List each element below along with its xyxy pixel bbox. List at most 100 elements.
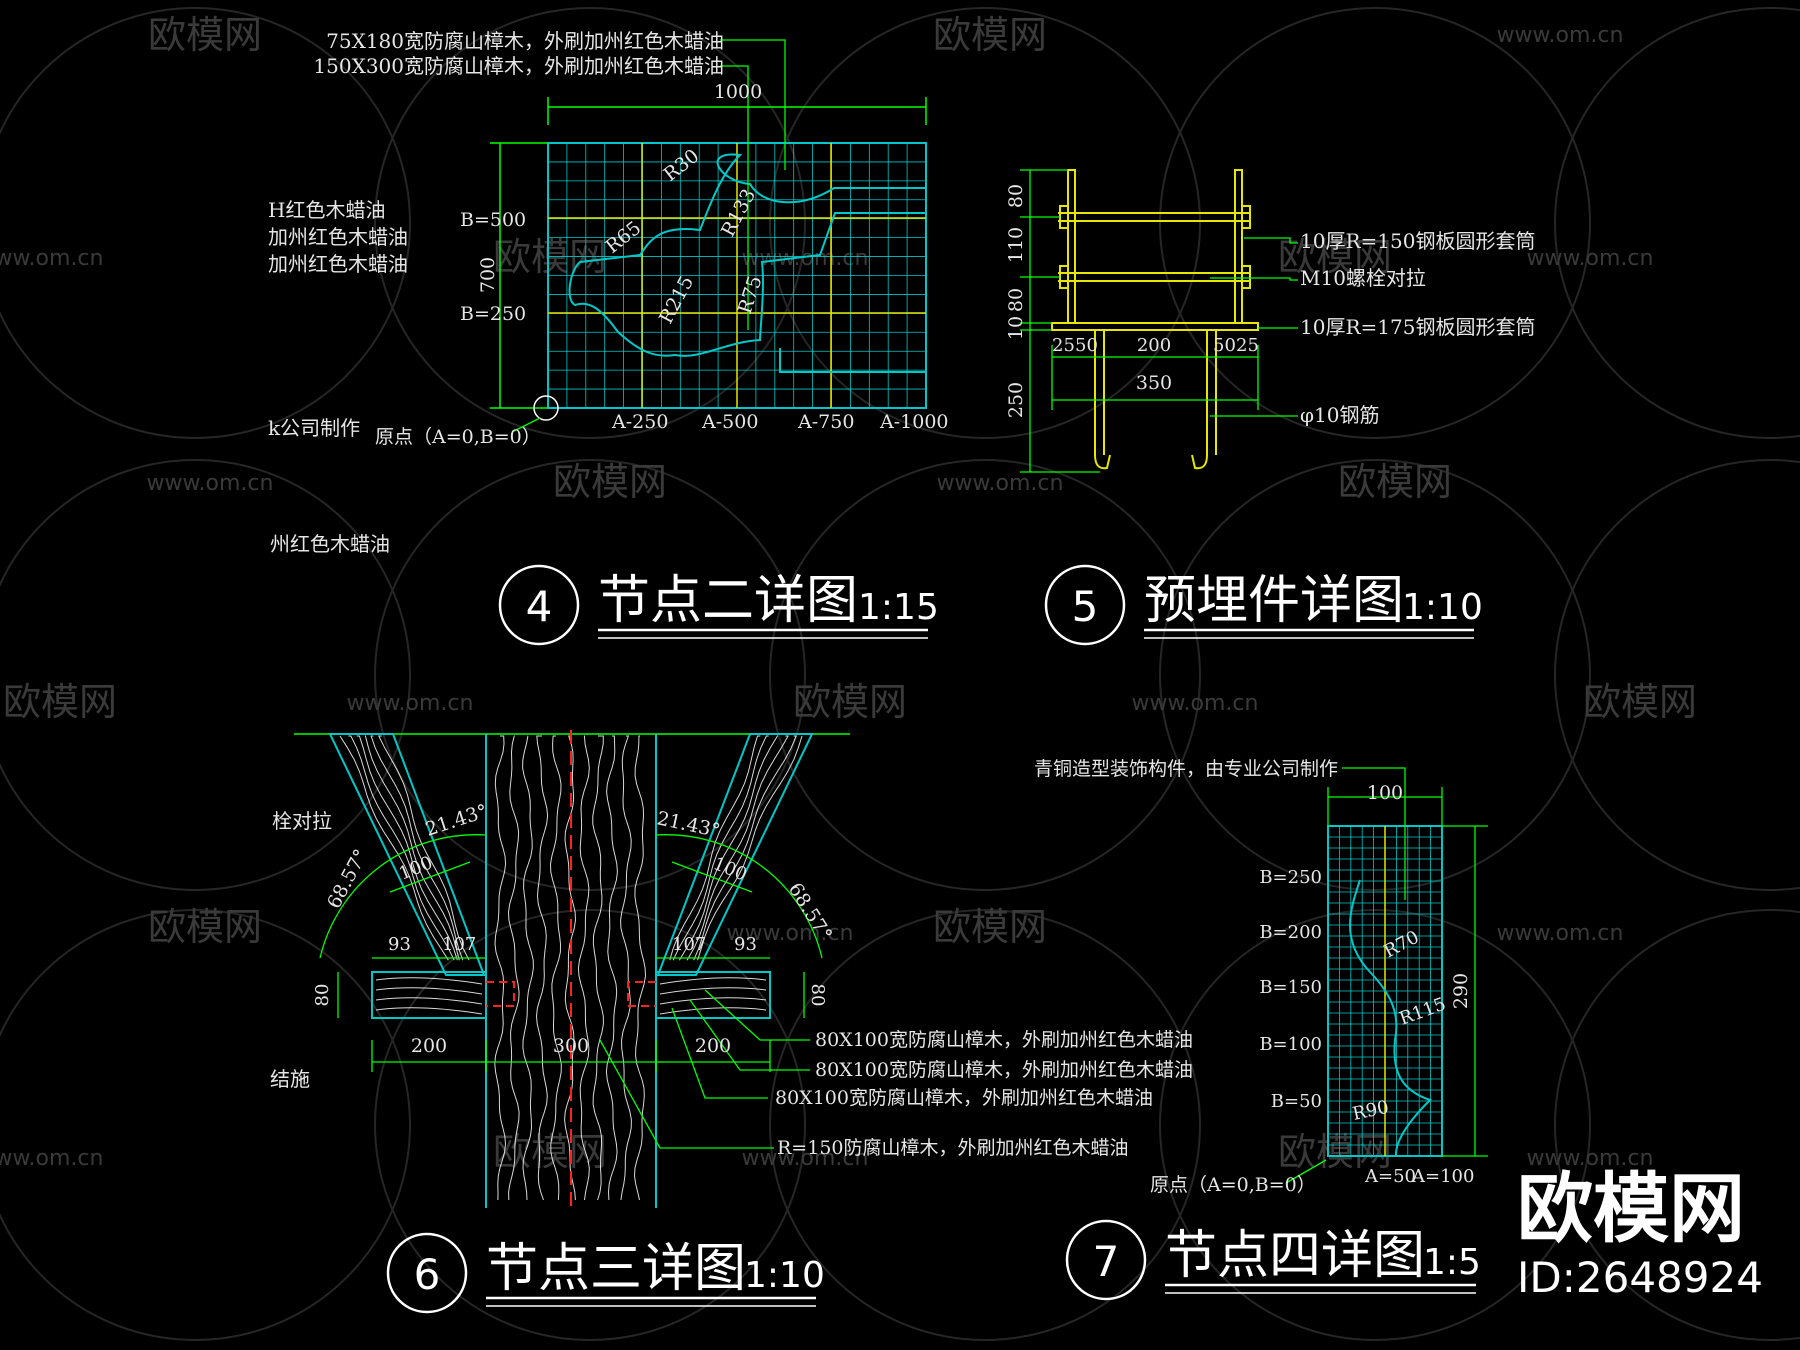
- watermark-circle: [1159, 909, 1591, 1341]
- watermark-circle: [0, 459, 411, 891]
- detail7-origin-label: 原点（A=0,B=0）: [1150, 1174, 1316, 1196]
- detail5-leader-1: [1244, 237, 1298, 244]
- detail5-left-plate: [1067, 169, 1076, 324]
- detail6-scale: 1:10: [744, 1255, 825, 1296]
- detail4-note-2: 150X300宽防腐山樟木，外刷加州红色木蜡油: [313, 54, 724, 78]
- detail5-note-4: φ10钢筋: [1300, 403, 1379, 427]
- watermark-circle: [1554, 909, 1800, 1341]
- detail4-radius-r30: R30: [660, 145, 704, 186]
- watermark-url: www.om.cn: [1527, 246, 1654, 271]
- detail6-dim-100-right: [671, 861, 753, 893]
- detail6-grain-line: [375, 1007, 483, 1015]
- left-fragment-7: 结施: [270, 1067, 310, 1091]
- detail5-total-350: 350: [1136, 372, 1172, 394]
- detail6-grain-line: [564, 735, 577, 1201]
- detail5-title: 预埋件详图: [1144, 571, 1404, 631]
- watermark-circle: [1159, 7, 1591, 439]
- watermark-url: www.om.cn: [742, 246, 869, 271]
- detail6-tenon-left: [486, 981, 515, 1007]
- left-fragment-5: 州红色木蜡油: [270, 532, 390, 556]
- detail4-leader-1: [720, 39, 786, 170]
- detail6-brace-left: [328, 733, 486, 976]
- detail6-grain-line: [620, 735, 632, 1201]
- detail4-dim-height-label: 700: [477, 257, 499, 293]
- detail-6: 21.43° 68.57° 21.43° 68.57° 100 100 93 1…: [294, 730, 1193, 1314]
- detail6-grain-line: [672, 735, 769, 961]
- detail6-leader-1: [704, 989, 810, 1041]
- detail6-grain-line: [686, 735, 789, 961]
- detail5-number: 5: [1072, 582, 1099, 631]
- detail4-a750-label: A-750: [797, 411, 854, 433]
- watermark-url: www.om.cn: [0, 1146, 103, 1171]
- watermark-logo: 欧模网: [1583, 680, 1697, 724]
- detail6-grain-line: [659, 987, 767, 995]
- detail5-dimensions: [1020, 169, 1298, 473]
- detail7-dimensions: [1285, 767, 1488, 1184]
- watermark-circle: [769, 909, 1201, 1341]
- detail6-note-1: 80X100宽防腐山樟木，外刷加州红色木蜡油: [815, 1029, 1193, 1051]
- detail7-b100: B=100: [1259, 1034, 1322, 1055]
- watermark-url: www.om.cn: [1497, 23, 1624, 48]
- detail6-grain-line: [356, 735, 458, 961]
- detail7-radius-r70: R70: [1380, 927, 1422, 963]
- detail6-dim-100-left-label: 100: [396, 852, 436, 884]
- watermark-logo: 欧模网: [493, 235, 607, 279]
- detail6-grain-line: [375, 987, 483, 995]
- watermark-circle: [769, 459, 1201, 891]
- watermark-logo: 欧模网: [3, 680, 117, 724]
- detail7-profile: [1349, 879, 1432, 1157]
- detail4-scale: 1:15: [858, 587, 939, 628]
- detail6-note-4: R=150防腐山樟木，外刷加州红色木蜡油: [777, 1137, 1129, 1159]
- detail7-number: 7: [1093, 1237, 1120, 1286]
- detail5-note-3: 10厚R=175钢板圆形套筒: [1300, 315, 1535, 339]
- detail5-nut-1: [1059, 205, 1069, 229]
- detail6-angle-right-inner: 21.43°: [655, 807, 722, 842]
- detail7-b200: B=200: [1259, 922, 1322, 943]
- detail6-title: 节点三详图: [486, 1239, 746, 1299]
- detail4-note-1: 75X180宽防腐山樟木，外刷加州红色木蜡油: [326, 29, 724, 53]
- detail4-number: 4: [526, 582, 553, 631]
- watermark-logo: 欧模网: [553, 460, 667, 504]
- detail-4: 75X180宽防腐山樟木，外刷加州红色木蜡油 150X300宽防腐山樟木，外刷加…: [313, 29, 949, 646]
- detail6-grain-line: [377, 735, 470, 961]
- watermark-logo: 欧模网: [793, 680, 907, 724]
- detail6-dim-93-right: 93: [734, 934, 757, 955]
- detail6-grain-line: [339, 735, 449, 961]
- detail6-leader-4: [599, 1039, 774, 1149]
- detail-5: 80 110 10 80 250 25 50 200 50 25 350 10厚…: [1005, 169, 1535, 646]
- watermark-url: www.om.cn: [1497, 921, 1624, 946]
- left-fragment-3: 加州红色木蜡油: [268, 252, 408, 276]
- detail5-hdim-50a: 50: [1075, 335, 1098, 356]
- watermark-circle: [1159, 459, 1591, 891]
- detail6-grain-line: [549, 735, 562, 1201]
- detail5-nut-3: [1059, 265, 1069, 289]
- detail6-dim-107-left: 107: [442, 934, 476, 955]
- watermark-logo: 欧模网: [933, 905, 1047, 949]
- detail7-b250: B=250: [1259, 867, 1322, 888]
- detail6-tenon-right: [627, 981, 656, 1007]
- detail6-grain-line: [494, 735, 507, 1201]
- detail7-dim-height-label: 290: [1450, 973, 1472, 1009]
- detail7-a100: A=100: [1411, 1166, 1474, 1187]
- detail5-rebar-left: [1094, 330, 1111, 470]
- detail6-dim-100-left: [389, 861, 471, 893]
- detail5-vdim-80b: 80: [1005, 288, 1027, 312]
- detail7-leader: [1342, 767, 1406, 900]
- detail6-beam-right: [655, 971, 771, 1019]
- detail6-dim-100-right-label: 100: [710, 853, 750, 885]
- detail6-grain-line: [659, 997, 767, 1005]
- detail4-origin-label: 原点（A=0,B=0）: [375, 426, 541, 448]
- brand-id: ID:2648924: [1517, 1253, 1763, 1302]
- watermark-circle: [769, 7, 1201, 439]
- watermark-url: www.om.cn: [727, 921, 854, 946]
- detail4-a500-label: A-500: [701, 411, 758, 433]
- detail6-grain-line: [592, 735, 604, 1201]
- left-fragments: H红色木蜡油 加州红色木蜡油 加州红色木蜡油 k公司制作 州红色木蜡油 栓对拉 …: [268, 198, 408, 1091]
- detail6-grain-line: [375, 977, 483, 985]
- detail6-number: 6: [414, 1250, 441, 1299]
- watermark-url: www.om.cn: [1132, 691, 1259, 716]
- detail6-grain-line: [633, 735, 647, 1201]
- detail6-brace-right: [656, 733, 814, 976]
- detail5-embed-part: [1051, 169, 1259, 470]
